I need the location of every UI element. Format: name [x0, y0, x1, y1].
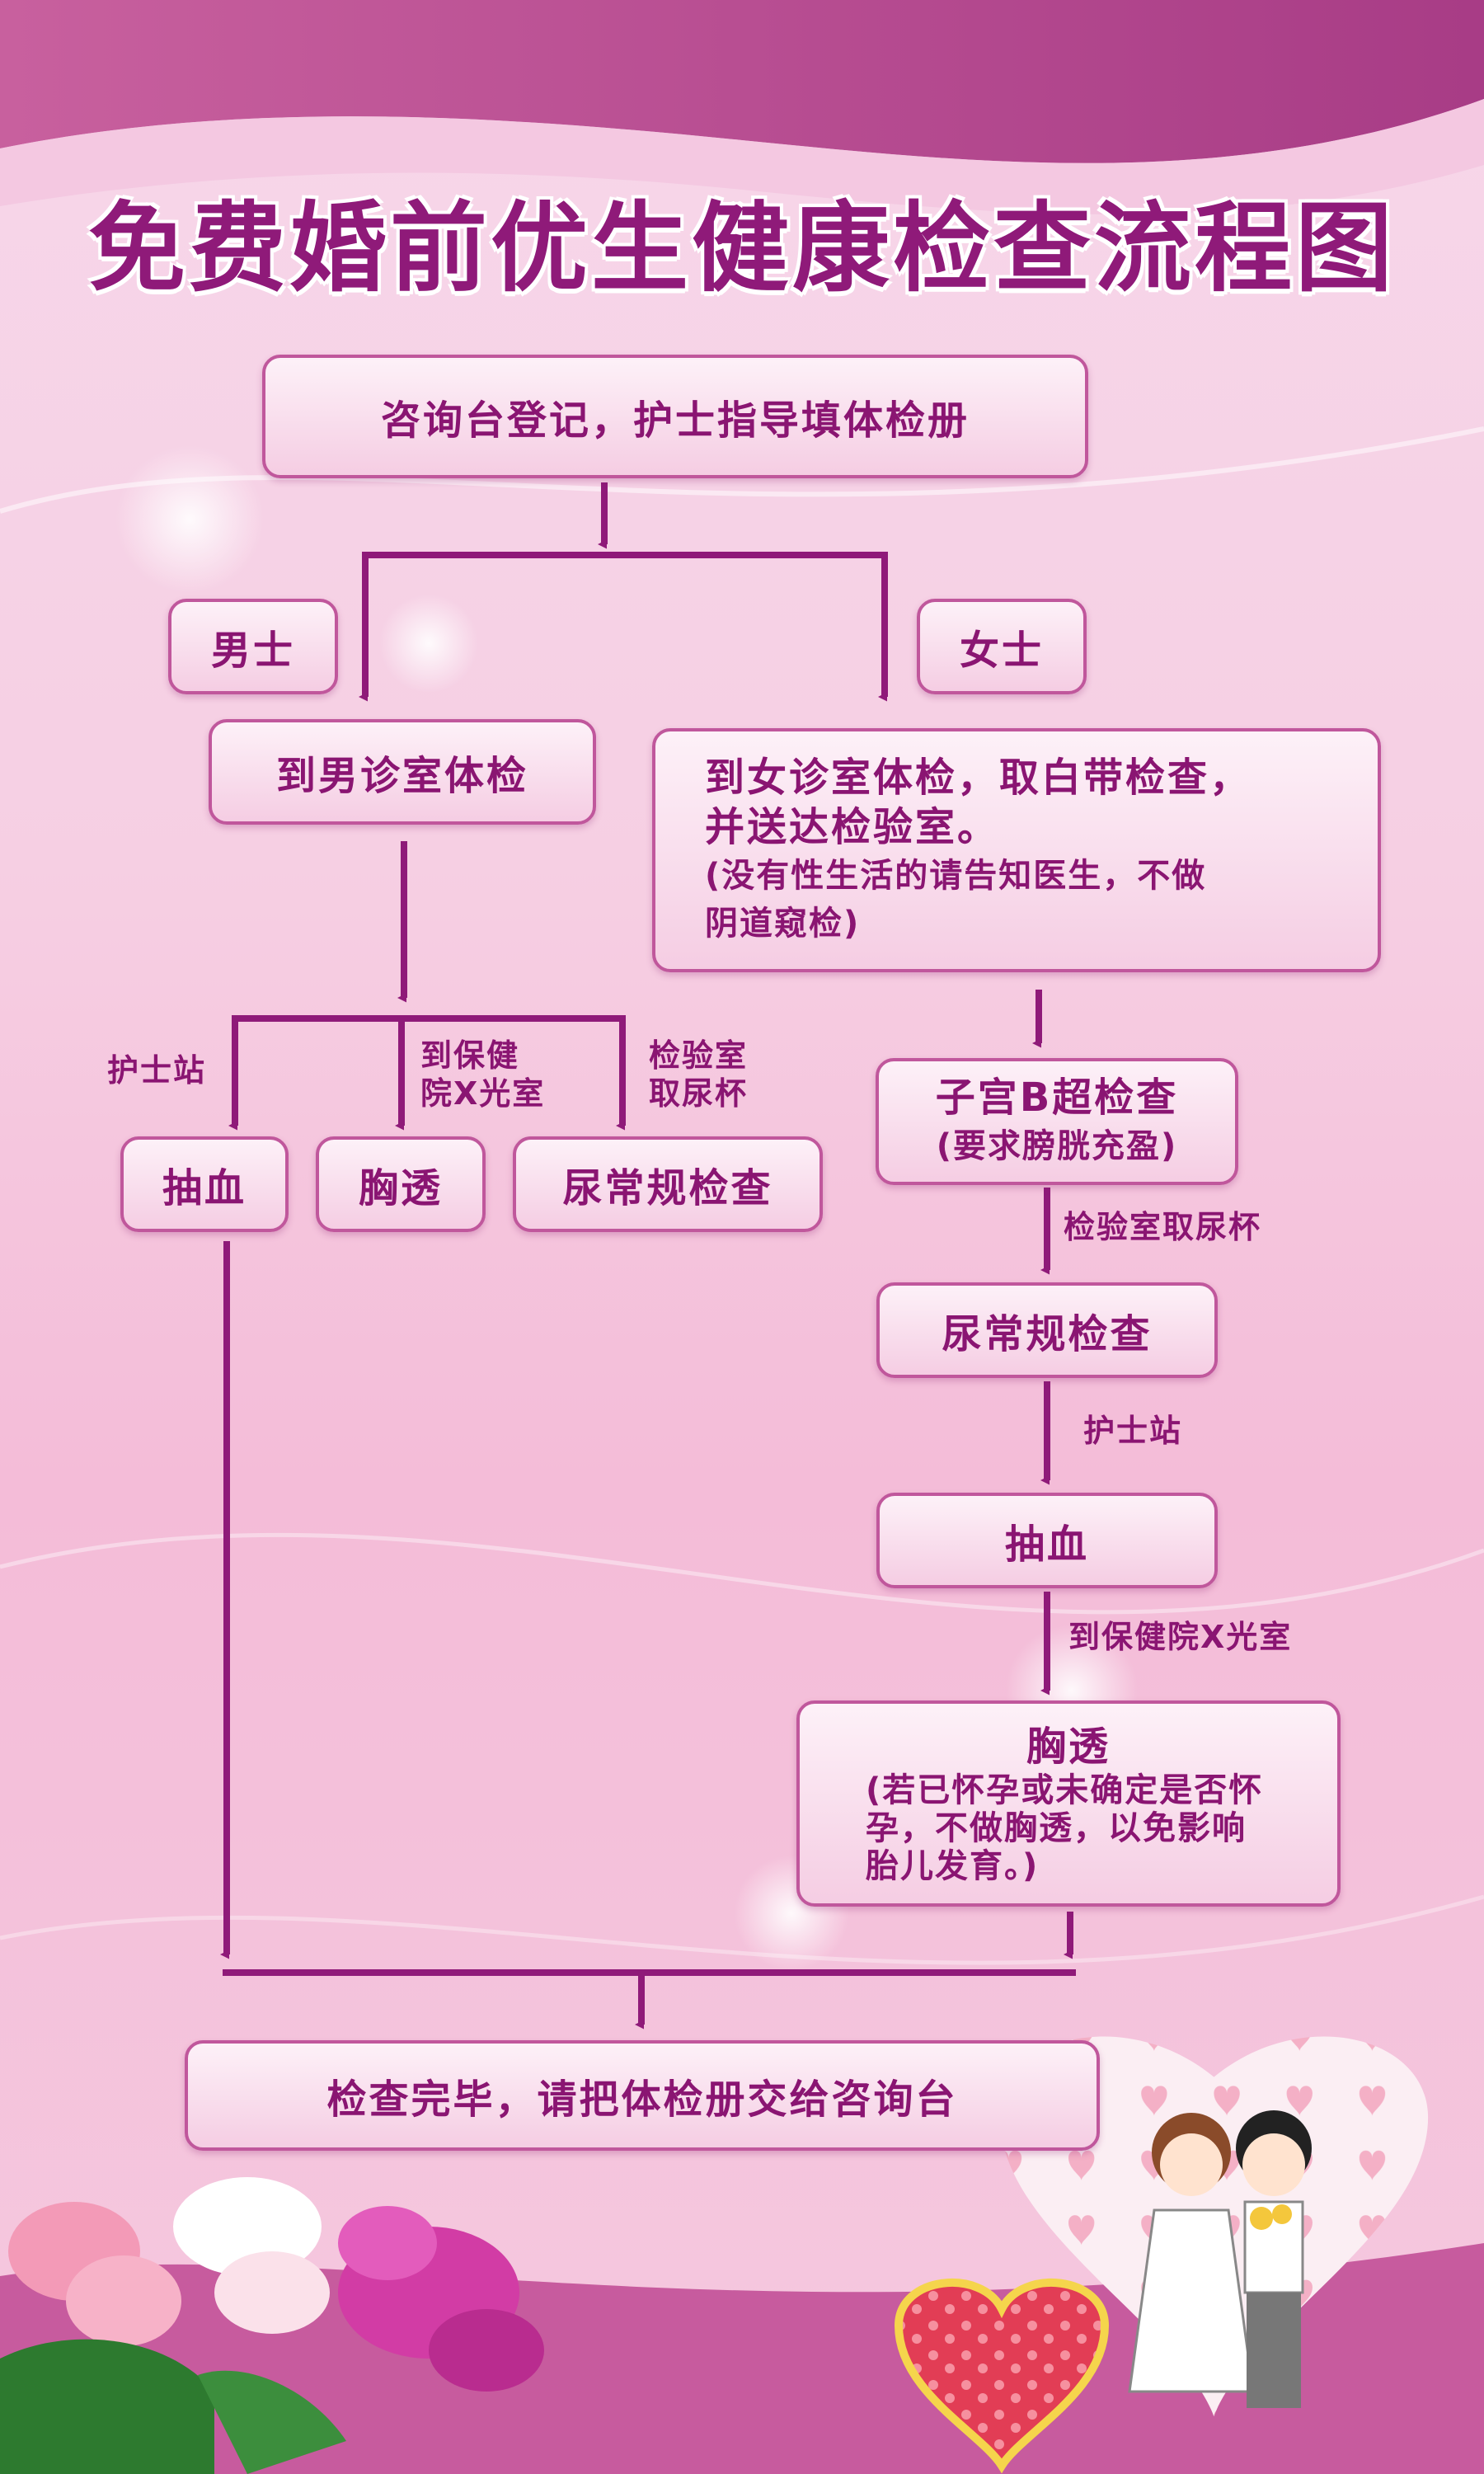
male-urine-text: 尿常规检查: [562, 1165, 773, 1211]
female-urine-box: 尿常规检查: [876, 1282, 1218, 1378]
female-urine-text: 尿常规检查: [942, 1311, 1153, 1357]
female-tag: 女士: [917, 599, 1087, 694]
female-label-nurse: 护士站: [1083, 1413, 1183, 1449]
female-tag-text: 女士: [959, 628, 1044, 674]
male-blood-box: 抽血: [120, 1136, 289, 1232]
female-chest-text: 胸透: [1026, 1724, 1111, 1770]
female-chest-box: 胸透 (若已怀孕或未确定是否怀 孕，不做胸透，以免影响 胎儿发育。): [796, 1700, 1341, 1907]
male-label-nurse: 护士站: [107, 1052, 207, 1089]
start-step-text: 咨询台登记，护士指导填体检册: [380, 397, 970, 444]
female-blood-box: 抽血: [876, 1493, 1218, 1588]
end-step-text: 检查完毕，请把体检册交给咨询台: [326, 2077, 958, 2123]
male-exam-box: 到男诊室体检: [209, 719, 596, 825]
female-label-xray: 到保健院X光室: [1068, 1619, 1293, 1655]
male-label-xray-2: 院X光室: [420, 1075, 546, 1112]
page-title: 免费婚前优生健康检查流程图: [87, 191, 1396, 305]
male-label-lab-1: 检验室: [649, 1037, 749, 1074]
female-label-lab: 检验室取尿杯: [1064, 1209, 1262, 1245]
male-urine-box: 尿常规检查: [513, 1136, 823, 1232]
female-exam-line2: 并送达检验室。: [705, 804, 1000, 850]
female-ultrasound-text: 子宫B超检查: [935, 1075, 1179, 1121]
male-label-xray-1: 到保健: [420, 1037, 520, 1074]
male-tag-text: 男士: [210, 628, 295, 674]
female-chest-note3: 胎儿发育。): [866, 1847, 1040, 1885]
female-exam-line1: 到女诊室体检，取白带检查，: [705, 755, 1252, 801]
flowers-decoration-icon: [0, 2177, 544, 2474]
male-exam-text: 到男诊室体检: [275, 753, 528, 799]
female-chest-note2: 孕，不做胸透，以免影响: [866, 1809, 1247, 1847]
male-chest-text: 胸透: [358, 1165, 443, 1211]
end-step-box: 检查完毕，请把体检册交给咨询台: [185, 2040, 1100, 2151]
split-connector: [362, 552, 888, 693]
female-ultrasound-box: 子宫B超检查 (要求膀胱充盈): [876, 1058, 1238, 1185]
male-branch-bar: [232, 1015, 626, 1122]
female-blood-text: 抽血: [1004, 1522, 1089, 1568]
female-exam-note1: (没有性生活的请告知医生，不做: [705, 857, 1207, 895]
male-blood-text: 抽血: [162, 1165, 247, 1211]
female-exam-box: 到女诊室体检，取白带检查， 并送达检验室。 (没有性生活的请告知医生，不做 阴道…: [652, 728, 1381, 972]
female-chest-note1: (若已怀孕或未确定是否怀: [866, 1771, 1264, 1809]
start-step-box: 咨询台登记，护士指导填体检册: [262, 355, 1088, 478]
male-chest-box: 胸透: [316, 1136, 486, 1232]
couple-illustration-icon: [1128, 2110, 1312, 2408]
male-label-lab-2: 取尿杯: [649, 1075, 749, 1112]
male-tag: 男士: [168, 599, 338, 694]
female-exam-note2: 阴道窥检): [705, 905, 861, 943]
female-ultrasound-note: (要求膀胱充盈): [936, 1127, 1178, 1165]
